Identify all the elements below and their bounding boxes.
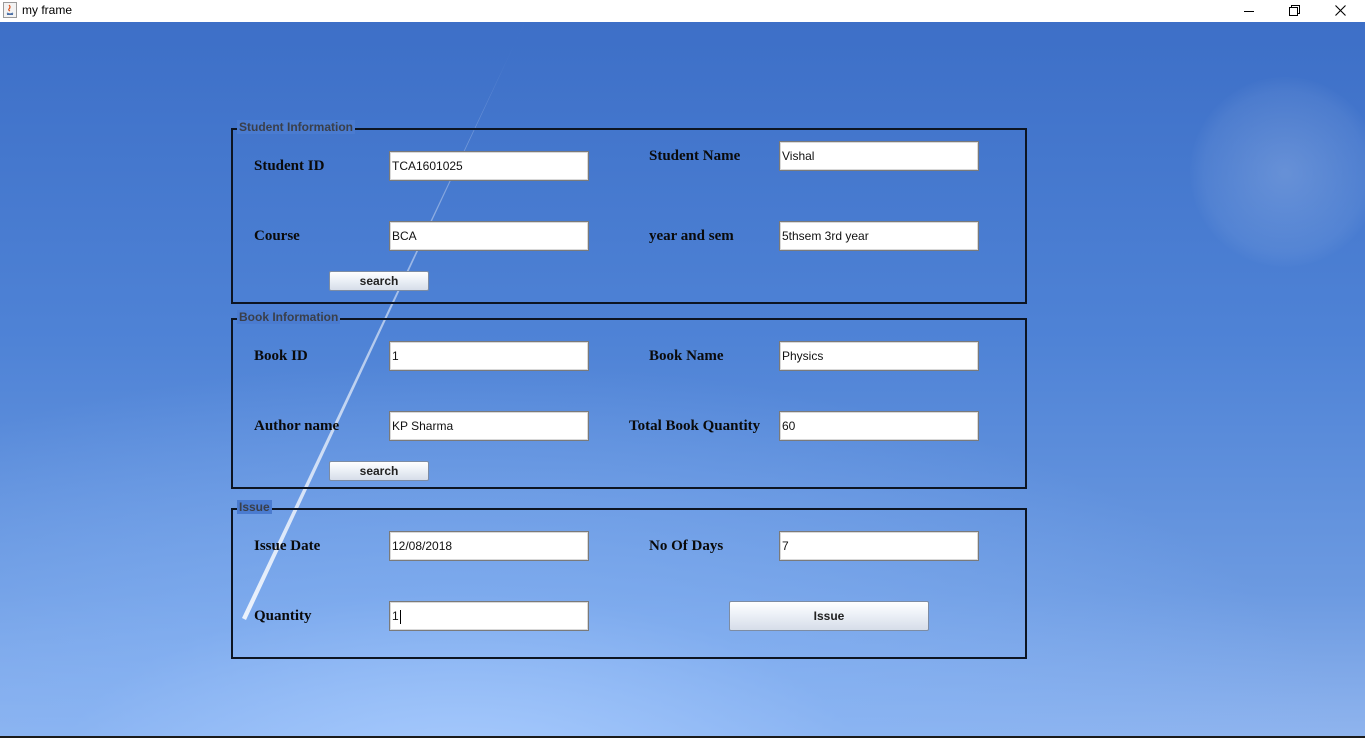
book-name-field[interactable]: Physics xyxy=(779,341,979,371)
background-glow xyxy=(1190,77,1365,267)
student-name-label: Student Name xyxy=(649,148,741,164)
minimize-icon xyxy=(1244,10,1254,12)
quantity-value: 1 xyxy=(392,609,399,623)
book-search-button[interactable]: search xyxy=(329,461,429,481)
quantity-label: Quantity xyxy=(254,608,312,624)
java-app-icon xyxy=(3,2,17,18)
issue-date-label: Issue Date xyxy=(254,538,321,554)
quantity-field[interactable]: 1 xyxy=(389,601,589,631)
book-id-field[interactable]: 1 xyxy=(389,341,589,371)
book-name-label: Book Name xyxy=(649,348,724,364)
student-id-label: Student ID xyxy=(254,158,325,174)
course-field[interactable]: BCA xyxy=(389,221,589,251)
issue-legend: Issue xyxy=(237,500,272,514)
book-info-legend: Book Information xyxy=(237,310,341,324)
window-bottom-border xyxy=(0,736,1365,738)
student-search-button[interactable]: search xyxy=(329,271,429,291)
issue-button[interactable]: Issue xyxy=(729,601,929,631)
title-bar: my frame xyxy=(0,0,1365,21)
close-button[interactable] xyxy=(1317,0,1363,21)
student-name-field[interactable]: Vishal xyxy=(779,141,979,171)
book-id-label: Book ID xyxy=(254,348,308,364)
year-sem-field[interactable]: 5thsem 3rd year xyxy=(779,221,979,251)
no-of-days-label: No Of Days xyxy=(649,538,724,554)
total-quantity-label: Total Book Quantity xyxy=(629,418,761,434)
author-name-label: Author name xyxy=(254,418,340,434)
window-title: my frame xyxy=(22,3,73,17)
minimize-button[interactable] xyxy=(1226,0,1272,21)
no-of-days-field[interactable]: 7 xyxy=(779,531,979,561)
student-info-legend: Student Information xyxy=(237,120,355,134)
frame-content xyxy=(0,22,1365,736)
issue-date-field[interactable]: 12/08/2018 xyxy=(389,531,589,561)
author-name-field[interactable]: KP Sharma xyxy=(389,411,589,441)
student-info-panel: Student Information xyxy=(231,120,1027,304)
total-quantity-field[interactable]: 60 xyxy=(779,411,979,441)
maximize-button[interactable] xyxy=(1271,0,1317,21)
close-icon xyxy=(1334,5,1346,16)
text-caret xyxy=(399,609,401,624)
student-id-field[interactable]: TCA1601025 xyxy=(389,151,589,181)
year-sem-label: year and sem xyxy=(649,228,734,244)
book-info-panel: Book Information xyxy=(231,310,1027,489)
course-label: Course xyxy=(254,228,300,244)
issue-panel: Issue xyxy=(231,500,1027,659)
maximize-icon xyxy=(1288,5,1300,16)
